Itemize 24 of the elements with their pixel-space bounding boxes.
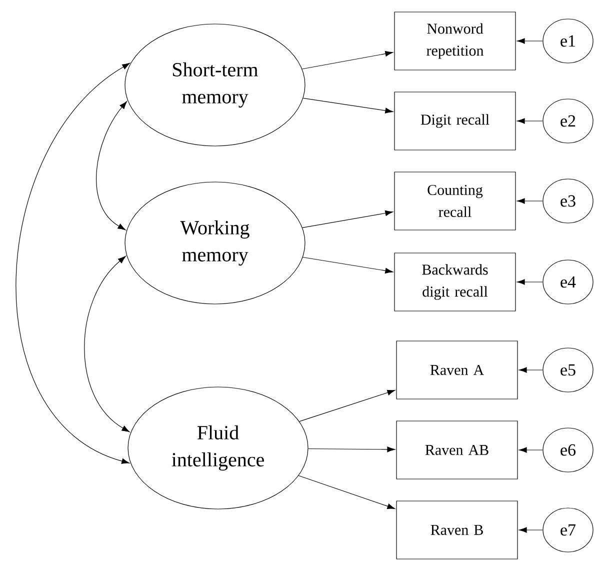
arrow	[518, 447, 543, 453]
measure-box: Counting recall	[394, 172, 516, 230]
arrow	[516, 38, 543, 44]
arrow	[518, 367, 543, 373]
arrow	[516, 198, 543, 204]
measure-box: Raven AB	[396, 420, 518, 480]
curved-double-arrow	[16, 62, 130, 464]
curved-double-arrow	[84, 256, 130, 432]
arrow	[516, 279, 543, 285]
arrow	[516, 118, 543, 124]
arrow	[302, 50, 394, 70]
arrow	[308, 446, 396, 452]
measure-box: Digit recall	[394, 92, 516, 150]
arrow	[298, 475, 396, 509]
curved-double-arrow	[96, 101, 128, 230]
arrow	[299, 390, 396, 422]
measure-box: Nonword repetition	[394, 12, 516, 70]
arrow	[302, 256, 394, 274]
arrow	[302, 210, 394, 228]
measure-box: Backwards digit recall	[394, 252, 516, 312]
measure-box: Raven A	[396, 340, 518, 400]
arrow	[302, 98, 394, 114]
arrow	[518, 527, 543, 533]
measure-box: Raven B	[396, 500, 518, 560]
